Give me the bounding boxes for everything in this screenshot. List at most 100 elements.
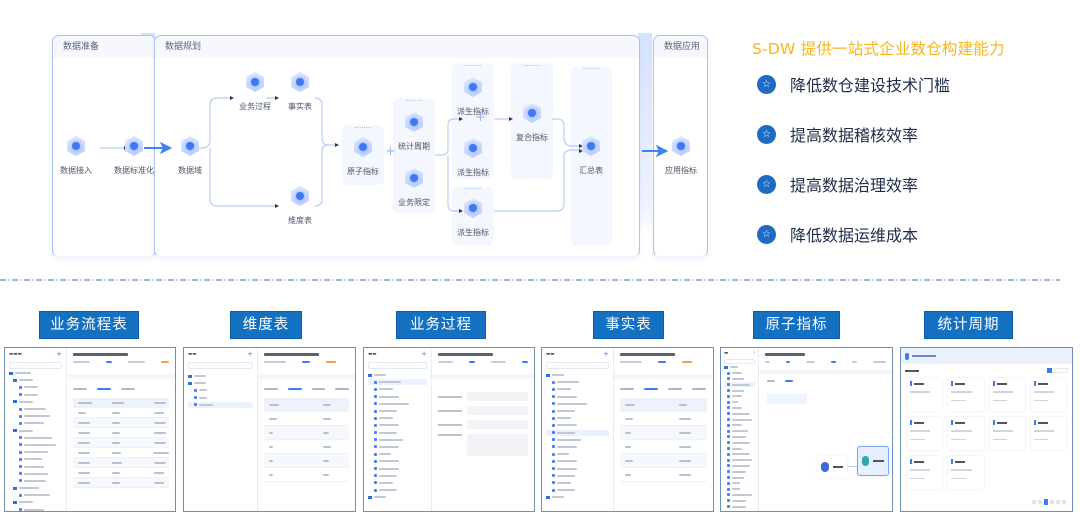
summary-table-icon [580, 135, 602, 159]
stage-title: 数据规划 [155, 36, 639, 58]
thumb-sidebar: ▬▬+ [542, 348, 614, 511]
lineage-node-selected [857, 446, 889, 476]
data-domain-icon [179, 135, 201, 159]
node-label: 统计周期 [398, 142, 430, 151]
node-label: 业务限定 [398, 198, 430, 207]
plus-icon: + [385, 144, 396, 159]
thumb-sidebar: ▬▬+ [184, 348, 258, 511]
derived-metric-icon [462, 76, 484, 100]
node-atomic-metric: 原子指标 [335, 136, 391, 177]
lineage-tip [767, 394, 807, 404]
node-label: 数据标准化 [114, 166, 154, 175]
thumb-main [67, 348, 175, 511]
feature-item: ☆ 提高数据治理效率 [752, 159, 1072, 209]
feature-item: ☆ 降低数仓建设技术门槛 [752, 59, 1072, 109]
node-label: 派生指标 [457, 228, 489, 237]
node-label: 事实表 [288, 102, 312, 111]
screenshot-stat-period [900, 347, 1073, 512]
feature-text: 降低数据运维成本 [790, 226, 919, 245]
node-label: 原子指标 [347, 167, 379, 176]
thumb-header [901, 348, 1072, 364]
feature-title: S-DW 提供一站式企业数仓构建能力 [752, 40, 1005, 58]
feature-text: 提高数据治理效率 [790, 176, 919, 195]
thumb-main [759, 348, 892, 511]
business-qualifier-icon [403, 167, 425, 191]
node-summary-table: 汇总表 [563, 135, 619, 176]
period-card [948, 456, 984, 489]
data-standardize-icon [123, 135, 145, 159]
screenshot-business-flow-table: ▬▬▬+ [4, 347, 176, 512]
node-label: 维度表 [288, 216, 312, 225]
node-label: 应用指标 [665, 166, 697, 175]
thumb-main [258, 348, 355, 511]
label-stat-period: 统计周期 [924, 311, 1013, 339]
composite-metric-icon [521, 102, 543, 126]
derived-metric-icon [462, 137, 484, 161]
business-process-icon [244, 71, 266, 95]
thumb-sidebar: ▬› [721, 348, 759, 511]
period-card [907, 456, 943, 489]
node-app-metric: 应用指标 [653, 135, 709, 176]
star-icon: ☆ [757, 224, 776, 244]
period-card-grid [907, 378, 1066, 489]
label-fact-table: 事实表 [593, 311, 664, 339]
node-label: 汇总表 [579, 166, 603, 175]
node-label: 数据接入 [60, 166, 92, 175]
label-business-process: 业务过程 [396, 311, 486, 339]
app-metric-icon [670, 135, 692, 159]
period-card [1030, 417, 1066, 450]
feature-item: ☆ 降低数据运维成本 [752, 209, 1072, 259]
stage-title: 数据应用 [654, 36, 707, 58]
atomic-metric-icon [352, 136, 374, 160]
period-card [948, 417, 984, 450]
star-icon: ☆ [757, 74, 776, 94]
node-data-domain: 数据域 [162, 135, 218, 176]
lineage-node [817, 456, 847, 478]
period-card [907, 417, 943, 450]
node-dimension-table: 维度表 [272, 185, 328, 226]
label-business-flow-table: 业务流程表 [39, 311, 139, 339]
data-access-icon [65, 135, 87, 159]
node-fact-table: 事实表 [272, 71, 328, 112]
node-business-qualifier: 业务限定 [386, 167, 442, 208]
node-data-standardize: 数据标准化 [106, 135, 162, 176]
node-label: 派生指标 [457, 168, 489, 177]
feature-list: S-DW 提供一站式企业数仓构建能力 ☆ 降低数仓建设技术门槛 ☆ 提高数据稽核… [752, 37, 1072, 259]
period-card [989, 378, 1025, 411]
star-icon: ☆ [757, 174, 776, 194]
stage-title: 数据准备 [53, 36, 155, 58]
node-composite-metric: 复合指标 [504, 102, 560, 143]
label-dimension-table: 维度表 [230, 311, 302, 339]
node-derived-metric: 派生指标 [445, 137, 501, 178]
feature-text: 降低数仓建设技术门槛 [790, 76, 951, 95]
screenshot-fact-table: ▬▬+ [541, 347, 714, 512]
screenshot-business-process: ▬▬+ [363, 347, 535, 512]
thumb-main [432, 348, 534, 511]
node-derived-metric: 派生指标 [445, 197, 501, 238]
star-icon: ☆ [757, 124, 776, 144]
node-label: 复合指标 [516, 133, 548, 142]
thumb-sidebar: ▬▬+ [364, 348, 432, 511]
plus-icon: + [475, 110, 486, 125]
period-card [948, 378, 984, 411]
flow-band [638, 33, 652, 233]
screenshot-dimension-table: ▬▬+ [183, 347, 356, 512]
period-card [1030, 378, 1066, 411]
stat-period-icon [403, 111, 425, 135]
thumb-sidebar: ▬▬▬+ [5, 348, 67, 511]
node-label: 派生指标 [457, 107, 489, 116]
feature-item: ☆ 提高数据稽核效率 [752, 109, 1072, 159]
pagination [1032, 499, 1066, 505]
section-divider [0, 279, 1060, 281]
node-label: 数据域 [178, 166, 202, 175]
feature-text: 提高数据稽核效率 [790, 126, 919, 145]
label-atomic-metric: 原子指标 [753, 311, 840, 339]
node-stat-period: 统计周期 [386, 111, 442, 152]
dimension-table-icon [289, 185, 311, 209]
node-business-process: 业务过程 [227, 71, 283, 112]
derived-metric-icon [462, 197, 484, 221]
dw-process-diagram: 数据准备 数据规划 数据应用 [52, 33, 720, 265]
period-card [907, 378, 943, 411]
node-derived-metric: 派生指标 [445, 76, 501, 117]
period-card [989, 417, 1025, 450]
